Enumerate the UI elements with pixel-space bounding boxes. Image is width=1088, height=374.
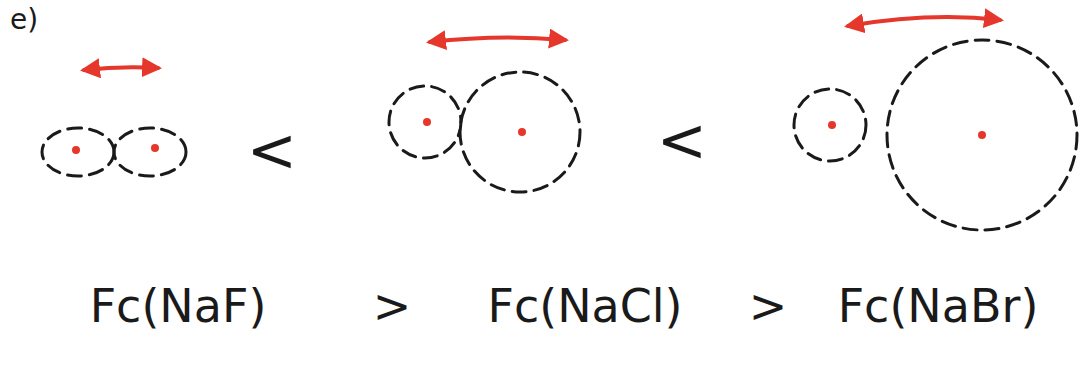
ion-outline: [389, 86, 461, 158]
distance-arrow: [430, 37, 565, 42]
ion-center: [72, 146, 80, 154]
force-term: Fc(NaBr): [838, 281, 1039, 332]
ion-outline: [460, 72, 580, 192]
force-term: Fc(NaF): [90, 281, 267, 332]
ion-outline: [887, 40, 1077, 230]
distance-arrow: [84, 67, 158, 70]
comparison-sign: <: [657, 107, 707, 173]
comparison-sign: <: [247, 117, 297, 183]
ion-center: [423, 118, 431, 126]
ion-outline: [794, 89, 866, 161]
ion-center: [978, 131, 986, 139]
ion-center: [151, 144, 159, 152]
ion-center: [518, 128, 526, 136]
comparison-sign: >: [373, 281, 412, 332]
ion-outline: [42, 128, 114, 176]
ion-outline: [114, 128, 186, 176]
force-term: Fc(NaCl): [487, 281, 682, 332]
ion-center: [828, 121, 836, 129]
part-label: e): [10, 5, 38, 36]
distance-arrow: [848, 17, 1000, 26]
comparison-sign: >: [749, 281, 788, 332]
